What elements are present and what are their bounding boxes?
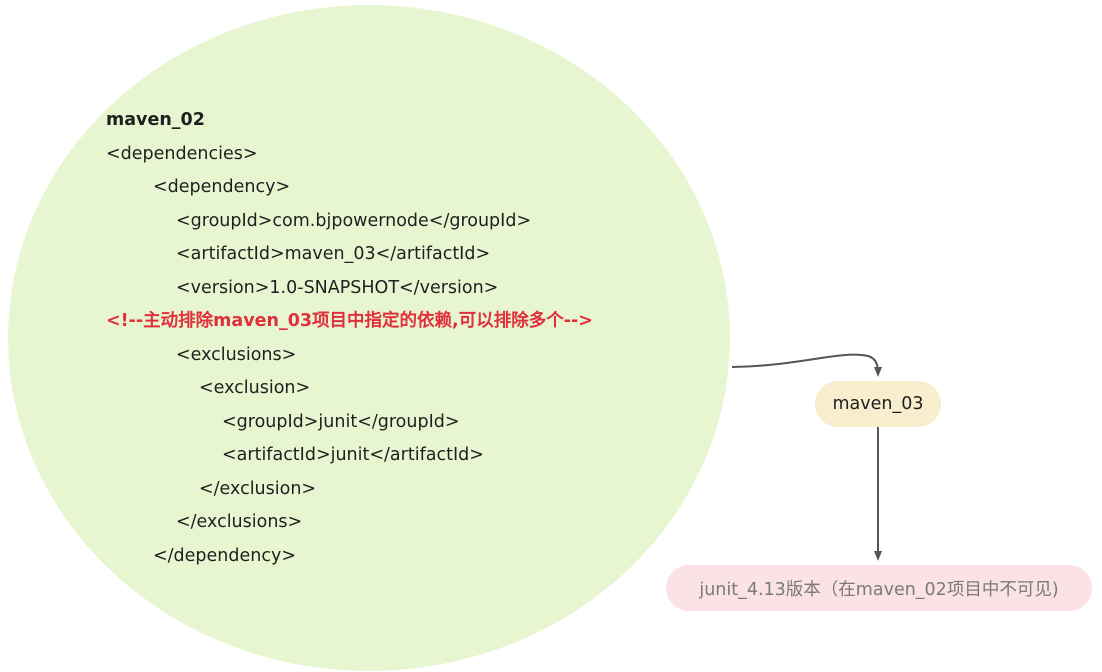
code-line: <artifactId>junit</artifactId> <box>222 445 484 465</box>
maven03-node-label: maven_03 <box>832 394 924 414</box>
code-line: </exclusion> <box>199 479 317 499</box>
code-line: <dependency> <box>153 177 291 197</box>
code-line: <groupId>junit</groupId> <box>222 412 460 432</box>
code-line: <exclusion> <box>199 378 311 398</box>
junit-node-label: junit_4.13版本（在maven_02项目中不可见) <box>699 579 1059 600</box>
code-line: <exclusions> <box>176 345 297 365</box>
edge-maven02-to-maven03 <box>731 353 882 377</box>
code-line: <groupId>com.bjpowernode</groupId> <box>176 211 532 231</box>
code-comment: <!--主动排除maven_03项目中指定的依赖,可以排除多个--> <box>106 311 593 331</box>
junit-node[interactable]: junit_4.13版本（在maven_02项目中不可见) <box>666 565 1092 611</box>
code-line: <version>1.0-SNAPSHOT</version> <box>176 278 499 298</box>
code-line: <artifactId>maven_03</artifactId> <box>176 244 491 264</box>
code-line: <dependencies> <box>106 144 258 164</box>
maven02-circle <box>8 5 730 671</box>
code-line: </dependency> <box>153 546 297 566</box>
code-line: </exclusions> <box>176 512 303 532</box>
code-title: maven_02 <box>106 110 205 130</box>
maven03-node[interactable]: maven_03 <box>815 381 941 427</box>
